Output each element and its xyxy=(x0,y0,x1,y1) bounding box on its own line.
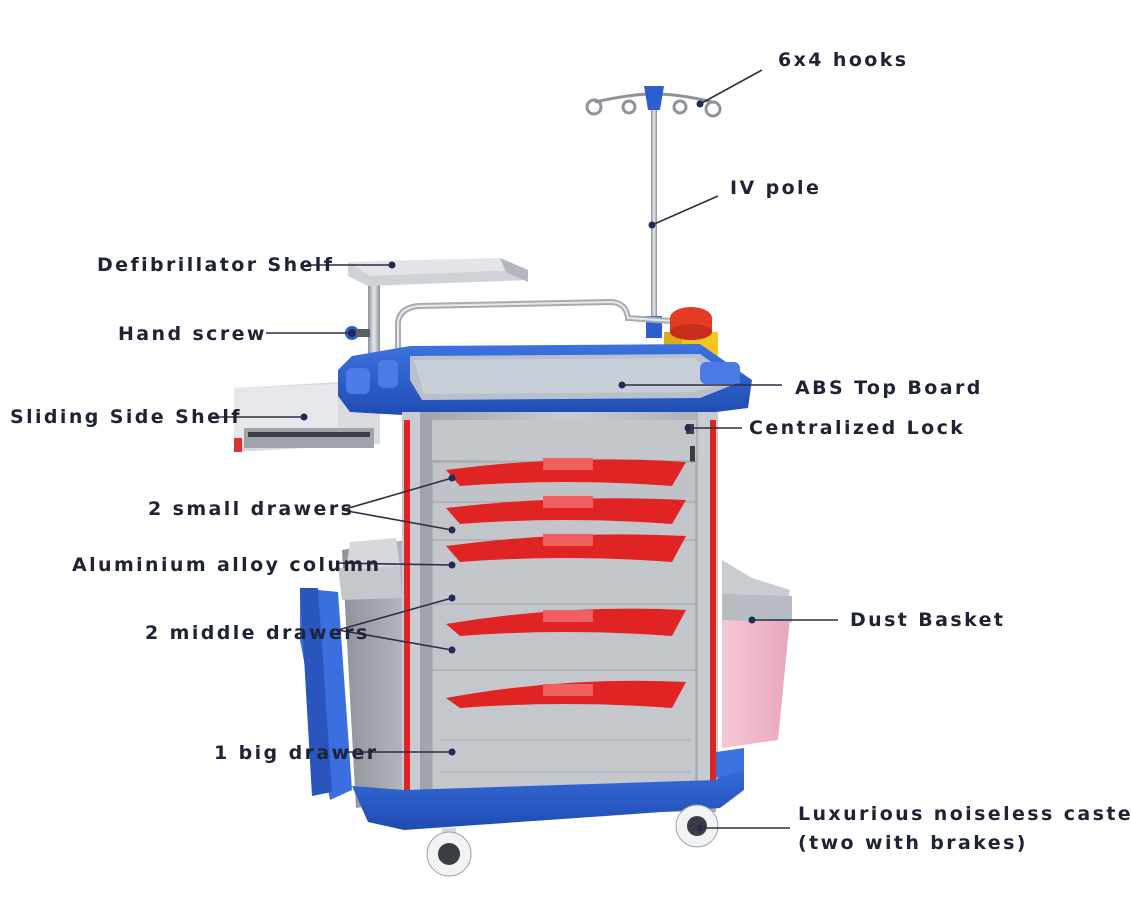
left-side-bin xyxy=(300,588,352,800)
label-aluminium-column: Aluminium alloy column xyxy=(72,554,382,576)
label-centralized-lock: Centralized Lock xyxy=(749,417,966,439)
cart-base xyxy=(352,748,744,830)
dust-basket-shape xyxy=(722,560,792,748)
label-hand-screw: Hand screw xyxy=(118,323,267,345)
label-big-drawer: 1 big drawer xyxy=(214,742,379,764)
label-defibrillator-shelf: Defibrillator Shelf xyxy=(97,254,335,276)
label-casters-line2: (two with brakes) xyxy=(798,832,1028,854)
label-dust-basket: Dust Basket xyxy=(850,609,1006,631)
leader-lines xyxy=(212,69,838,829)
label-abs-top-board: ABS Top Board xyxy=(795,377,983,399)
label-small-drawers: 2 small drawers xyxy=(148,498,355,520)
drawers xyxy=(431,458,697,807)
rear-side-cabinet xyxy=(338,538,405,808)
label-middle-drawers: 2 middle drawers xyxy=(145,622,370,644)
casters xyxy=(426,804,719,877)
leader-dots xyxy=(300,100,756,832)
label-iv-pole: IV pole xyxy=(730,177,822,199)
label-sliding-side-shelf: Sliding Side Shelf xyxy=(10,406,242,428)
label-casters-line1: Luxurious noiseless casters xyxy=(798,803,1131,825)
abs-top-board-shape xyxy=(338,344,752,416)
label-hooks: 6x4 hooks xyxy=(778,49,909,71)
